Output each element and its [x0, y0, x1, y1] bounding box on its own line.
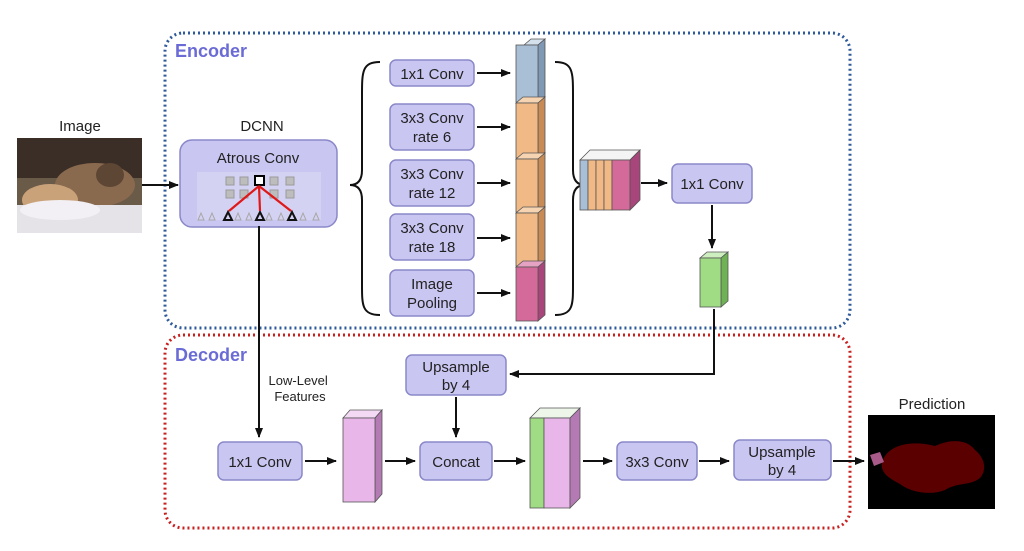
aspp-branch-3x3-conv-rate-18: 3x3 Conv rate 18: [389, 213, 475, 261]
decoder-concat: Concat: [419, 441, 493, 481]
svg-text:1x1 Conv: 1x1 Conv: [400, 66, 464, 83]
decoder-title: Decoder: [175, 345, 247, 365]
svg-text:Pooling: Pooling: [407, 295, 457, 312]
prediction-image: [868, 415, 995, 509]
dcnn-label: DCNN: [240, 118, 283, 135]
encoder-output-feature: [698, 251, 730, 308]
feature-map-rate-6: [514, 96, 547, 159]
svg-text:3x3 Conv: 3x3 Conv: [400, 166, 464, 183]
svg-text:3x3 Conv: 3x3 Conv: [625, 454, 689, 471]
feature-map-1x1: [515, 38, 547, 103]
aspp-left-brace: [349, 61, 381, 316]
svg-text:by 4: by 4: [768, 462, 796, 479]
decoder-3x3-conv: 3x3 Conv: [616, 441, 698, 481]
svg-text:Concat: Concat: [432, 454, 480, 471]
aspp-branch-3x3-conv-rate-6: 3x3 Conv rate 6: [389, 103, 475, 151]
aspp-branch-image-pooling: Image Pooling: [389, 269, 475, 317]
decoder-concat-feature: [529, 407, 581, 509]
feature-map-rate-12: [514, 152, 547, 213]
feature-map-image-pooling: [514, 260, 547, 322]
aspp-arrows: [477, 69, 511, 297]
svg-text:Image: Image: [411, 276, 453, 293]
prediction-label: Prediction: [899, 396, 966, 413]
input-image: [17, 138, 142, 233]
svg-text:by 4: by 4: [442, 377, 470, 394]
svg-text:Upsample: Upsample: [422, 359, 490, 376]
aspp-branch-1x1-conv: 1x1 Conv: [389, 59, 475, 87]
input-image-label: Image: [59, 118, 101, 135]
lowlevel-features-label: Low-Level Features: [269, 373, 332, 404]
encoder-1x1-conv: 1x1 Conv: [671, 163, 753, 204]
svg-text:1x1 Conv: 1x1 Conv: [680, 176, 744, 193]
aspp-concat-stack: [579, 149, 641, 211]
svg-text:1x1 Conv: 1x1 Conv: [228, 454, 292, 471]
svg-text:rate 6: rate 6: [413, 129, 451, 146]
svg-text:3x3 Conv: 3x3 Conv: [400, 220, 464, 237]
feature-map-rate-18: [514, 206, 547, 267]
svg-text:3x3 Conv: 3x3 Conv: [400, 110, 464, 127]
atrous-conv-icon: [197, 172, 321, 221]
svg-text:rate 18: rate 18: [409, 239, 456, 256]
svg-text:rate 12: rate 12: [409, 185, 456, 202]
encoder-region: [163, 31, 852, 330]
decoder-upsample-bottom: Upsample by 4: [733, 439, 832, 481]
aspp-branch-3x3-conv-rate-12: 3x3 Conv rate 12: [389, 159, 475, 207]
lowlevel-feature-map: [342, 408, 383, 504]
atrous-conv-label: Atrous Conv: [217, 150, 300, 167]
svg-text:Upsample: Upsample: [748, 444, 816, 461]
decoder-upsample-top: Upsample by 4: [405, 354, 507, 396]
encoder-title: Encoder: [175, 41, 247, 61]
decoder-region: [163, 333, 852, 530]
arrow-encoder-to-upsample: [509, 309, 715, 378]
decoder-1x1-conv: 1x1 Conv: [217, 441, 303, 481]
